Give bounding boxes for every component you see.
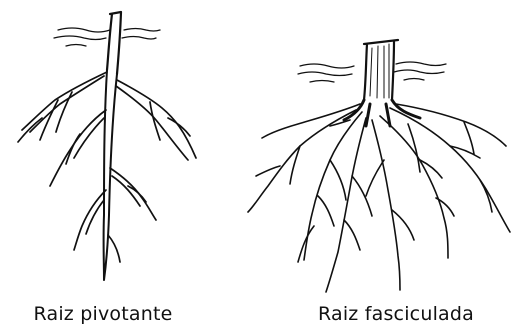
soil-lines-right bbox=[298, 62, 446, 82]
fibrous-stem-shading bbox=[370, 44, 389, 98]
fibrous-root-caption: Raiz fasciculada bbox=[318, 303, 474, 325]
fibrous-roots bbox=[248, 104, 510, 292]
taproot-caption: Raiz pivotante bbox=[33, 303, 172, 325]
taproot-laterals bbox=[18, 72, 196, 262]
fibrous-crown bbox=[344, 100, 420, 126]
fibrous-root-illustration bbox=[248, 40, 510, 292]
taproot-illustration bbox=[18, 12, 196, 280]
taproot-main bbox=[104, 70, 117, 280]
taproot-stem bbox=[107, 12, 121, 74]
soil-lines-left bbox=[54, 28, 160, 46]
fibrous-stem bbox=[364, 40, 398, 100]
